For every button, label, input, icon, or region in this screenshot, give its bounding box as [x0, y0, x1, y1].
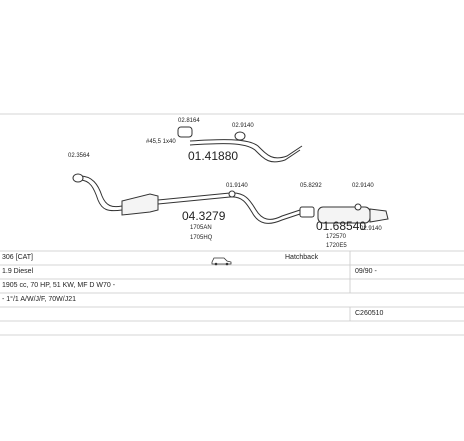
- part-label-catalyst-clamp: 01.9140: [226, 183, 248, 189]
- vehicle-engine: 1.9 Diesel: [2, 268, 34, 275]
- part-label-catalyst-ref2: 1705HQ: [190, 235, 213, 241]
- part-label-rear-box-ref1: 172570: [326, 234, 347, 240]
- vehicle-engine-codes: - 1°/1 A/W/J/F, 70W/J21: [2, 296, 76, 303]
- part-label-rear-box-clamp: 02.9140: [352, 183, 374, 189]
- vehicle-date-range: 09/90 -: [355, 268, 377, 275]
- part-label-rear-box-hanger: 05.8292: [300, 183, 322, 189]
- diagram-code: C260510: [355, 310, 384, 317]
- part-label-front-pipe-note: #45,5 1x40: [146, 139, 176, 145]
- front-pipe-clamp-shape: [234, 131, 246, 141]
- part-label-front-pipe: 01.41880: [188, 149, 238, 163]
- catalyst-assembly: [72, 173, 301, 224]
- part-label-catalyst-ref1: 1705AN: [190, 225, 212, 231]
- vehicle-spec: 1905 cc, 70 HP, 51 KW, MF D W70 -: [2, 282, 116, 289]
- part-label-rear-box-clamp2: 02.9140: [360, 226, 382, 232]
- front-pipe-bracket-shape: [177, 126, 193, 138]
- front-pipe-assembly: [177, 126, 303, 163]
- part-label-front-pipe-clamp: 02.9140: [232, 123, 254, 129]
- part-label-catalyst: 04.3279: [182, 209, 226, 223]
- rear-silencer-assembly: [299, 203, 389, 224]
- downpipe-gasket-shape: [72, 173, 84, 183]
- catalyst-body: [121, 193, 159, 216]
- part-label-rear-box: 01.68540: [316, 219, 366, 233]
- rear-box-hanger-shape: [299, 206, 315, 218]
- part-label-downpipe-gasket: 02.3564: [68, 153, 90, 159]
- car-icon: [211, 257, 232, 266]
- part-label-front-pipe-bracket: 02.8164: [178, 118, 200, 124]
- vehicle-model: 306 [CAT]: [2, 254, 33, 261]
- vehicle-body-label: Hatchback: [285, 254, 319, 261]
- part-label-rear-box-ref2: 1720E5: [326, 243, 347, 249]
- info-table-grid: [0, 113, 464, 336]
